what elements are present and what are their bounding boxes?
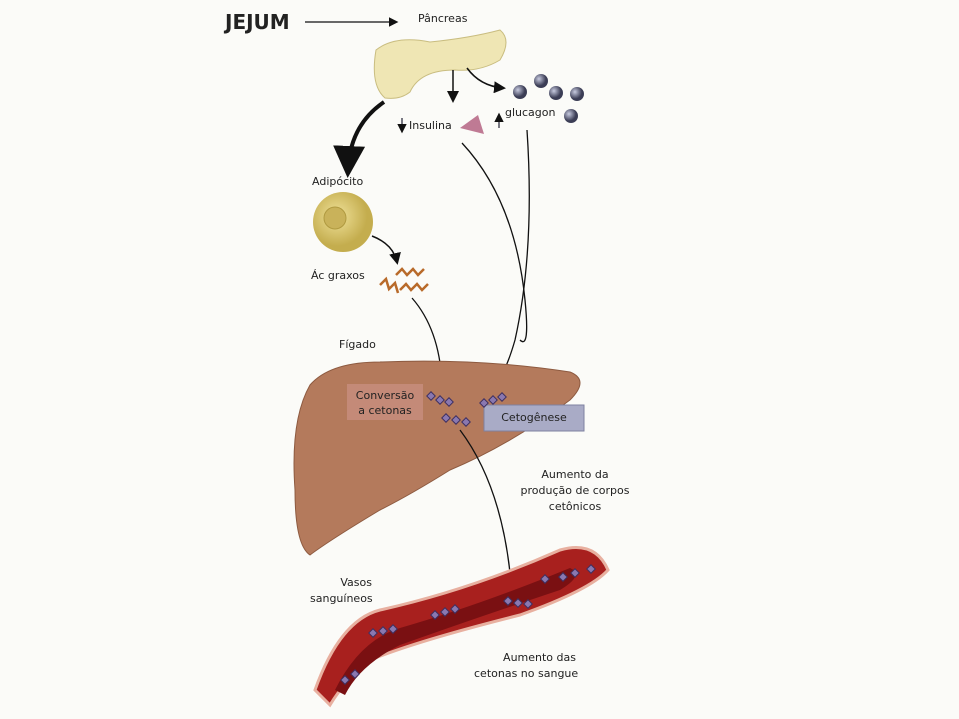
label-liver: Fígado [339,338,376,351]
label-vessels: Vasos sanguíneos [310,575,373,607]
arrow-to-fatty-acids [371,235,401,265]
liver-organ [293,360,581,556]
fatty-acid-chains [379,267,429,294]
arrow-glucagon [466,67,506,94]
glucagon-molecules [513,74,584,123]
label-fatty-acids: Ác graxos [311,269,365,282]
arrow-glucagon-to-liver [491,129,530,390]
adipocyte-nucleus [323,206,347,230]
arrow-insulin-to-liver [461,142,528,343]
ketone-bodies-blood [340,564,596,685]
production-line-3: cetônicos [548,500,602,513]
production-line-1: Aumento da [541,468,609,481]
ketogenesis-box [483,404,585,432]
arrow-to-adipocyte [333,100,386,178]
blood-line-1: Aumento das [503,651,576,664]
label-glucagon: glucagon [505,106,556,119]
conversion-box [347,384,423,420]
label-ketogenesis: Cetogênese [501,411,567,424]
conversion-line-1: Conversão [355,389,415,402]
label-conversion: Conversão a cetonas [347,388,423,418]
blood-line-2: cetonas no sangue [474,667,579,680]
label-blood-ketones: Aumento das cetonas no sangue [474,650,579,682]
ketone-bodies-liver [426,391,507,427]
pancreas-organ [373,29,507,99]
vessels-line-2: sanguíneos [310,592,373,605]
label-adipocyte: Adipócito [312,175,364,188]
insulin-molecule [460,115,484,134]
conversion-line-2: a cetonas [358,404,412,417]
production-line-2: produção de corpos [520,484,630,497]
vessel-lumen [335,568,576,695]
label-production: Aumento da produção de corpos cetônicos [515,467,635,515]
label-insulin: Insulina [409,119,452,132]
page-title: JEJUM [225,10,290,34]
vessels-line-1: Vasos [340,576,372,589]
label-pancreas: Pâncreas [418,12,468,25]
